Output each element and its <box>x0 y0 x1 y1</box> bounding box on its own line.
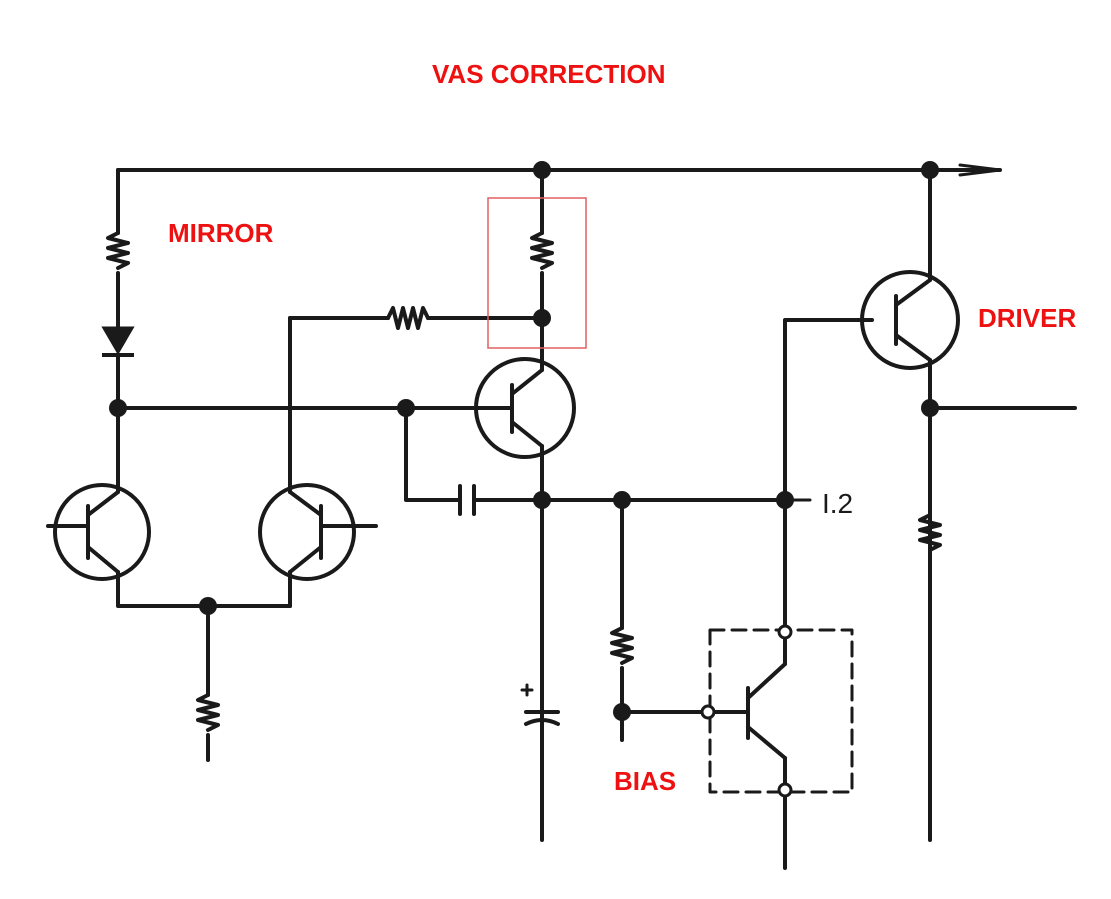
miller-capacitor <box>458 484 476 516</box>
feedback-resistor <box>386 306 430 330</box>
driver-transistor <box>860 270 960 370</box>
vas-resistor <box>530 231 554 270</box>
driver-label: DRIVER <box>978 303 1077 333</box>
vas-transistor <box>474 357 576 459</box>
right-transistor <box>258 483 356 581</box>
bias-dashed-box <box>708 628 854 794</box>
bias-resistor <box>610 626 634 665</box>
node-label: I.2 <box>822 488 854 519</box>
mirror-diode <box>101 326 135 355</box>
mirror-label: MIRROR <box>168 218 274 248</box>
vas-highlight-box <box>487 197 587 349</box>
decoupling-capacitor <box>524 710 560 726</box>
driver-resistor <box>918 513 942 552</box>
bias-label: BIAS <box>614 766 677 796</box>
tail-resistor <box>196 693 220 732</box>
mirror-resistor <box>106 231 130 270</box>
title-label: VAS CORRECTION <box>432 59 666 89</box>
rail-arrow <box>958 163 1002 177</box>
left-transistor <box>53 483 151 581</box>
